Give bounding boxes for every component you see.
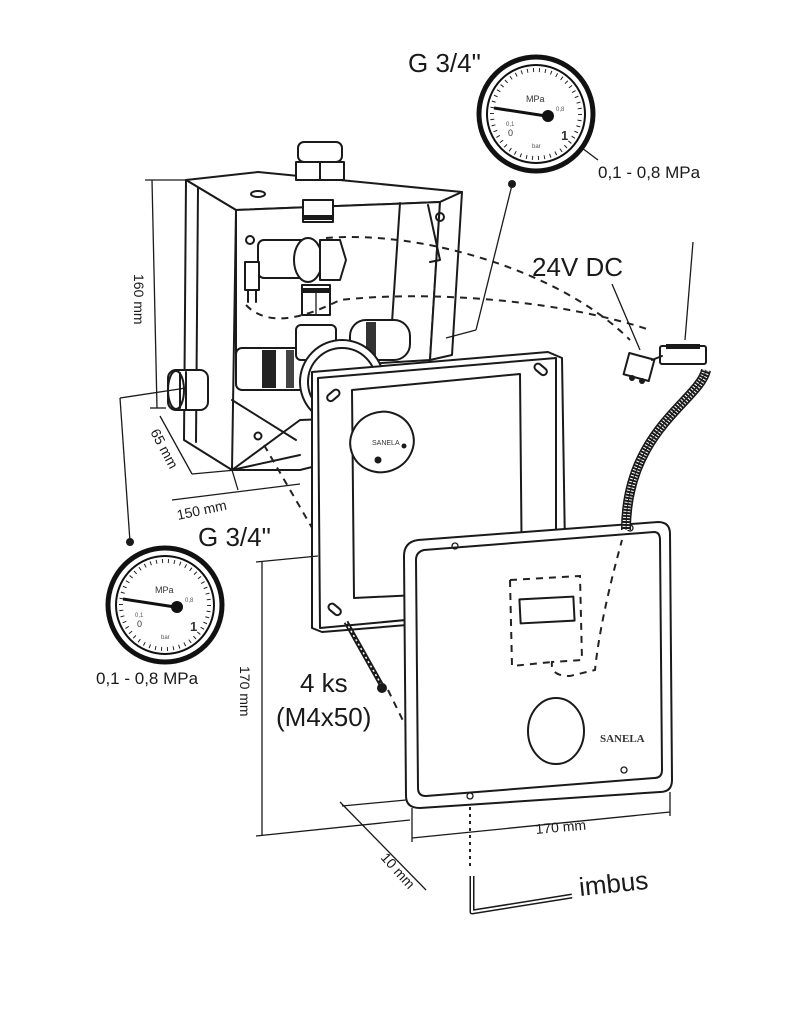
allen-key [469,876,573,915]
pressure-gauge-top: MPa 0,1 0 0,8 1 bar [476,54,596,174]
screw [343,620,387,693]
leaders [119,147,694,546]
gauge-tick-zero: 0 [508,128,513,138]
pressure-gauge-left: MPa 0,1 0 0,8 1 bar [105,545,225,665]
gauge-tick-low: 0,1 [506,122,515,128]
pressure-range-left: 0,1 - 0,8 MPa [96,669,199,688]
gauge-unit: MPa [155,585,174,595]
dim-plate-height: 170 mm [237,666,253,717]
box-right-panel [429,191,463,361]
inlet-connector [167,369,209,411]
gauge-tick-low: 0,1 [135,613,144,619]
sensor-logo-text: SANELA [372,440,400,447]
screws-count: 4 ks [300,668,348,698]
gauge-tick-high: 0,8 [185,598,194,604]
power-connector [622,344,707,384]
pressure-range-top: 0,1 - 0,8 MPa [598,163,701,182]
tool-label: imbus [577,865,649,902]
logo: SANELA [600,733,645,745]
gauge-unit: MPa [526,94,545,104]
thread-size-left: G 3/4" [198,522,271,552]
gauge-tick-max: 1 [561,128,568,143]
top-connector [295,141,345,223]
thread-size-top: G 3/4" [408,48,481,78]
display-window [518,595,576,625]
dim-plate-width: 170 mm [535,817,587,837]
cover-plate: SANELA [403,521,673,809]
dim-box-height: 160 mm [131,274,147,325]
gauge-sub-label: bar [161,635,170,641]
screws-spec: (M4x50) [276,702,371,732]
gauge-sub-label: bar [532,144,541,150]
gauge-tick-max: 1 [190,619,197,634]
sensor-eye [527,697,585,765]
gauge-tick-high: 0,8 [556,107,565,113]
dim-box-depth: 65 mm [147,426,181,471]
solenoid-valve [244,237,347,316]
voltage-label: 24V DC [532,252,623,282]
ribbon-cable [621,368,711,531]
box-left-panel [183,179,237,471]
dim-box-width: 150 mm [175,497,228,523]
gauge-tick-zero: 0 [137,619,142,629]
dimension-lines [145,179,671,891]
dim-plate-thickness: 10 mm [378,849,419,892]
